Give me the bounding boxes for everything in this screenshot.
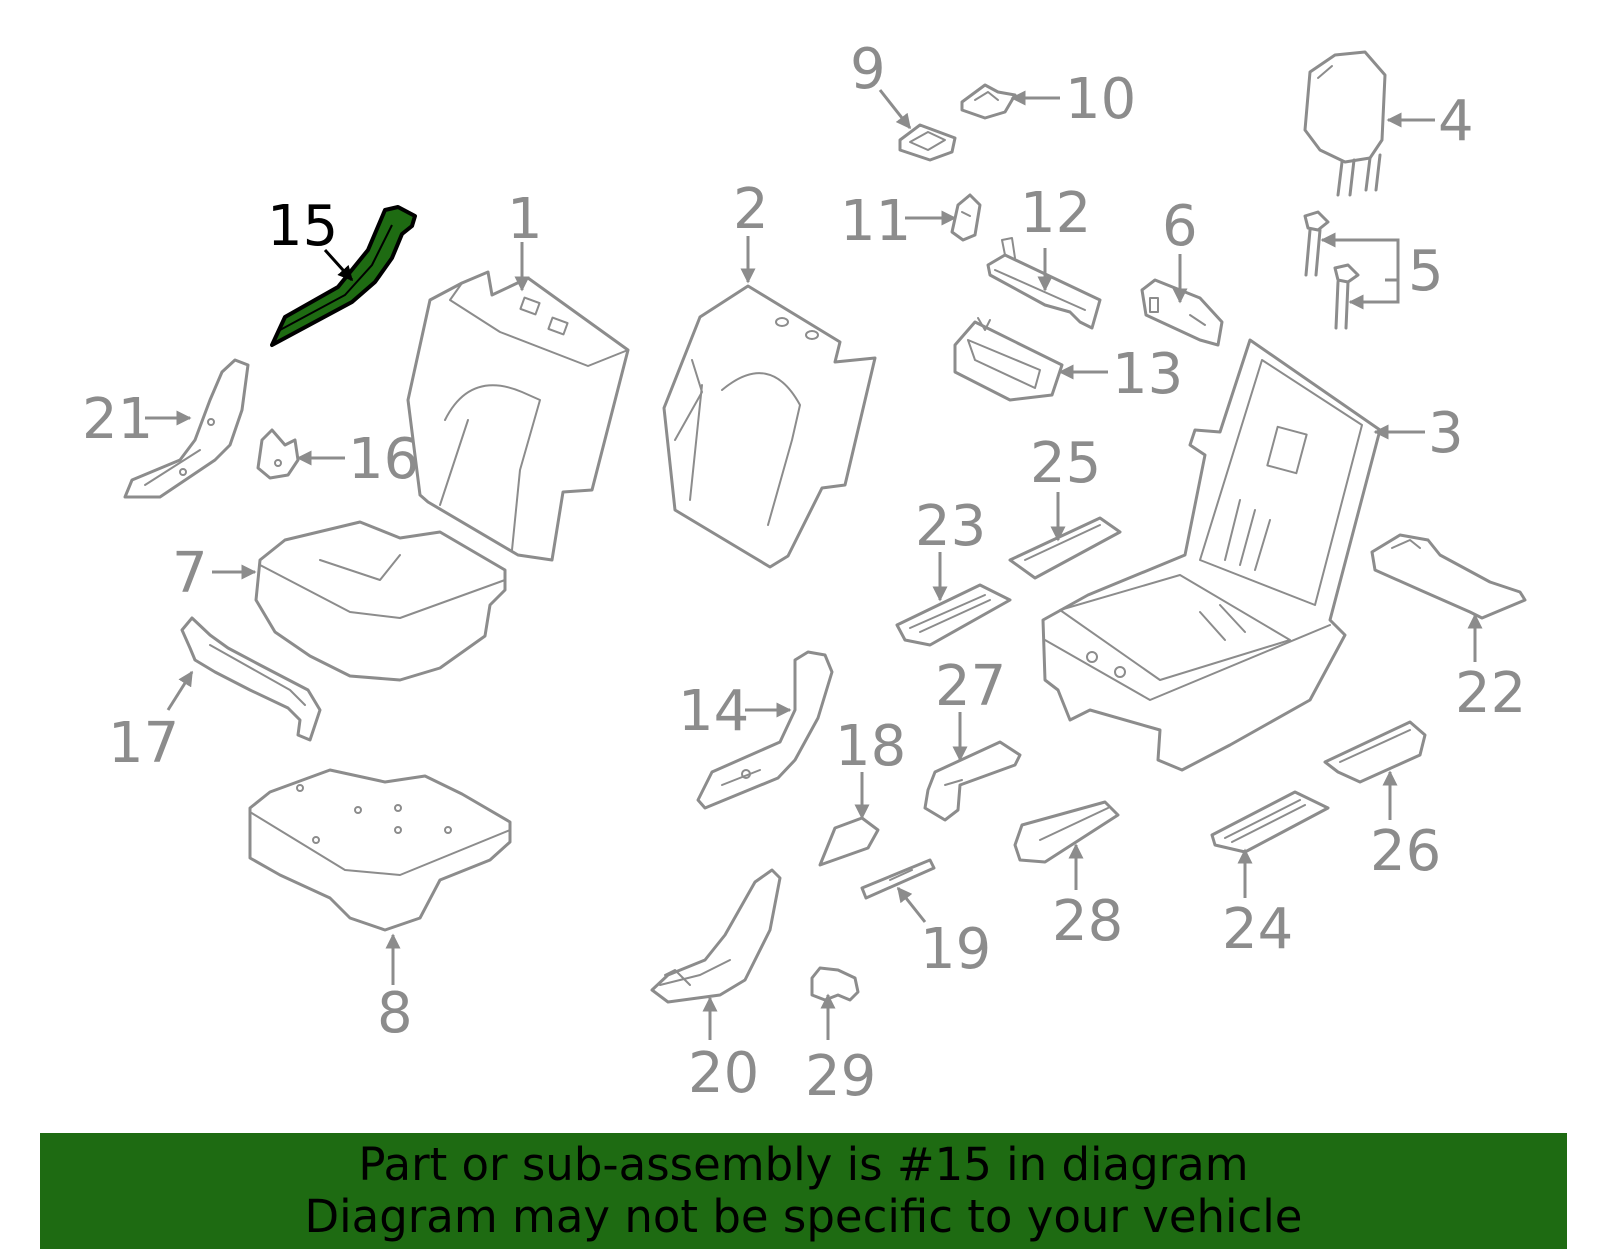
callout-22[interactable]: 22 <box>1455 661 1526 726</box>
part-29-clip[interactable] <box>810 966 860 1002</box>
part-19-clip-bar[interactable] <box>860 858 936 900</box>
callout-14[interactable]: 14 <box>678 679 749 744</box>
callout-26[interactable]: 26 <box>1370 819 1441 884</box>
part-8-cushion-base[interactable] <box>248 768 512 932</box>
callout-2[interactable]: 2 <box>733 177 769 242</box>
part-17-bracket[interactable] <box>180 616 322 742</box>
callout-7[interactable]: 7 <box>172 541 208 606</box>
callout-24[interactable]: 24 <box>1222 897 1293 962</box>
callout-9[interactable]: 9 <box>850 37 886 102</box>
info-banner: Part or sub-assembly is #15 in diagram D… <box>40 1133 1567 1249</box>
part-18-trim[interactable] <box>818 816 880 867</box>
part-20-trim[interactable] <box>650 868 782 1004</box>
part-6-bracket[interactable] <box>1140 278 1224 347</box>
callout-16[interactable]: 16 <box>348 427 419 492</box>
part-10-clip[interactable] <box>960 83 1017 120</box>
part-15-highlighted[interactable] <box>270 205 417 347</box>
callout-12[interactable]: 12 <box>1020 181 1091 246</box>
callout-29[interactable]: 29 <box>805 1044 876 1109</box>
part-11-latch[interactable] <box>950 193 982 242</box>
part-3-seat-frame[interactable] <box>1041 338 1382 772</box>
callout-11[interactable]: 11 <box>840 189 911 254</box>
part-23-rail-cover[interactable] <box>895 583 1012 647</box>
callout-1[interactable]: 1 <box>507 187 543 252</box>
callout-15[interactable]: 15 <box>267 194 338 259</box>
callout-10[interactable]: 10 <box>1065 67 1136 132</box>
part-16-clip[interactable] <box>256 428 300 480</box>
callout-4[interactable]: 4 <box>1438 89 1474 154</box>
part-25-rail-cover[interactable] <box>1008 516 1122 580</box>
callout-13[interactable]: 13 <box>1112 342 1183 407</box>
banner-disclaimer: Diagram may not be specific to your vehi… <box>304 1190 1303 1243</box>
part-4-headrest[interactable] <box>1303 50 1387 197</box>
part-7-cushion[interactable] <box>254 520 507 682</box>
callout-numbers: 15 1 2 3 4 5 6 7 8 9 10 11 12 13 14 16 1… <box>82 37 1526 1109</box>
callout-5[interactable]: 5 <box>1408 239 1444 304</box>
callout-25[interactable]: 25 <box>1030 431 1101 496</box>
part-14-side-trim[interactable] <box>696 650 834 810</box>
callout-21[interactable]: 21 <box>82 387 153 452</box>
leader-lines <box>145 89 1483 1040</box>
part-24-rail-cover[interactable] <box>1210 790 1330 854</box>
part-13-mechanism[interactable] <box>953 317 1064 402</box>
callout-19[interactable]: 19 <box>920 917 991 982</box>
callout-27[interactable]: 27 <box>935 654 1006 719</box>
part-2-seat-back-trim[interactable] <box>662 284 877 569</box>
part-9-clip[interactable] <box>898 123 957 162</box>
part-28-trim[interactable] <box>1013 800 1120 864</box>
part-26-rail-cover[interactable] <box>1323 720 1427 784</box>
callout-8[interactable]: 8 <box>377 981 413 1046</box>
callout-20[interactable]: 20 <box>688 1041 759 1106</box>
callout-28[interactable]: 28 <box>1052 889 1123 954</box>
part-21-side-trim[interactable] <box>123 358 250 499</box>
part-22-bracket[interactable] <box>1370 533 1527 620</box>
part-5-guides[interactable] <box>1303 210 1360 330</box>
part-1-seat-back[interactable] <box>406 270 630 562</box>
part-27-trim[interactable] <box>923 740 1022 822</box>
callout-17[interactable]: 17 <box>108 711 179 776</box>
callout-6[interactable]: 6 <box>1162 194 1198 259</box>
callout-23[interactable]: 23 <box>915 494 986 559</box>
callout-3[interactable]: 3 <box>1428 401 1464 466</box>
callout-18[interactable]: 18 <box>835 714 906 779</box>
banner-part-message: Part or sub-assembly is #15 in diagram <box>358 1138 1249 1191</box>
